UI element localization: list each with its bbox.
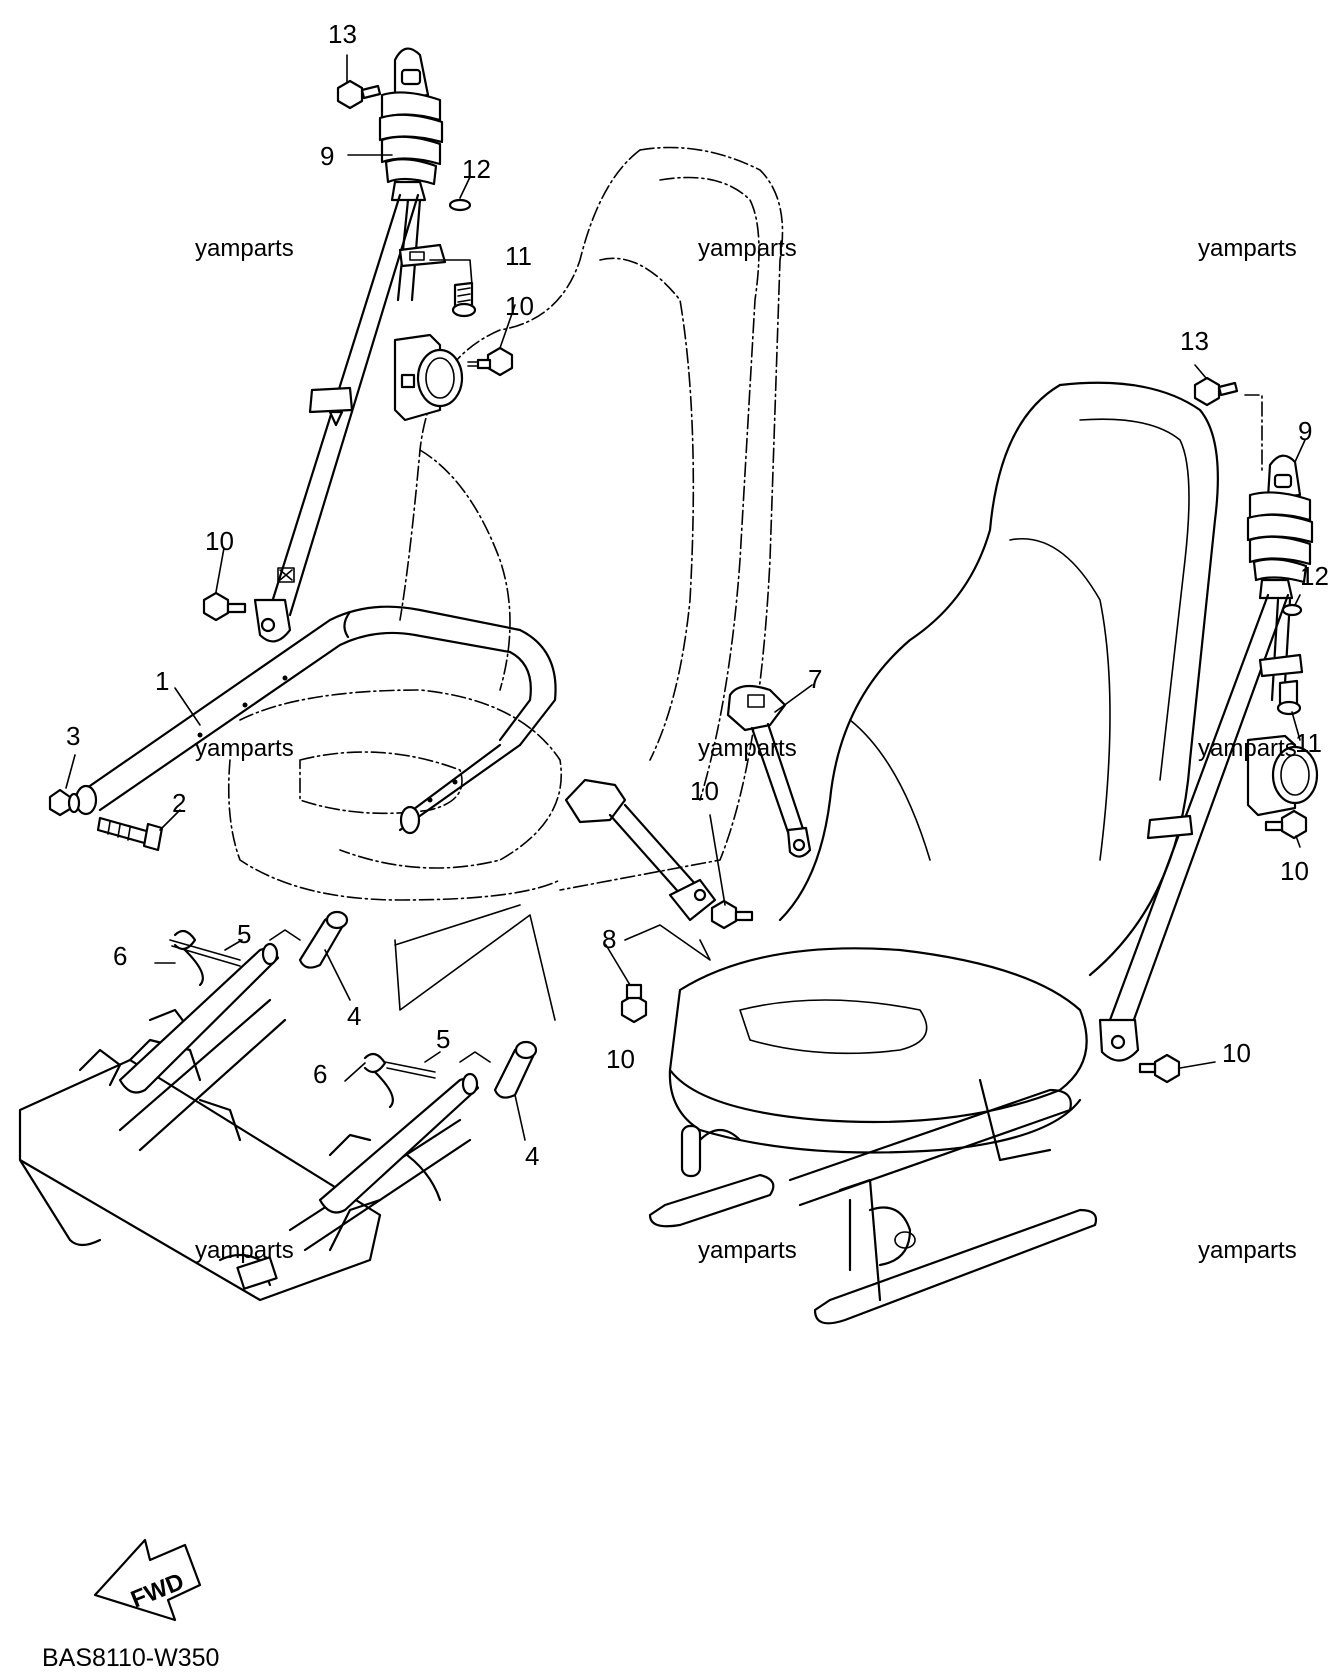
bolt-11-a bbox=[451, 281, 477, 318]
callout-label: 4 bbox=[525, 1141, 539, 1171]
callout-label: 12 bbox=[1300, 561, 1329, 591]
watermark: yamparts bbox=[195, 1237, 294, 1264]
bolt-2 bbox=[96, 816, 164, 852]
callout-label: 5 bbox=[436, 1024, 450, 1054]
callout-label: 5 bbox=[237, 919, 251, 949]
nut-3 bbox=[48, 788, 81, 817]
group-bracket-mid bbox=[394, 904, 521, 946]
buckle-strap-7 bbox=[726, 684, 812, 858]
bolt-10-d bbox=[620, 983, 648, 1024]
callout-label: 8 bbox=[602, 924, 616, 954]
callout-label: 10 bbox=[690, 776, 719, 806]
callout-label: 9 bbox=[320, 141, 334, 171]
right-seat bbox=[648, 381, 1219, 1325]
callout-label: 10 bbox=[505, 291, 534, 321]
bolt-13-a bbox=[336, 79, 382, 110]
mount-tube-lower bbox=[318, 1040, 538, 1214]
callout-label: 10 bbox=[606, 1044, 635, 1074]
bolt-10-f bbox=[1138, 1053, 1181, 1084]
watermark: yamparts bbox=[195, 735, 294, 762]
bolt-10-e bbox=[1264, 809, 1308, 840]
left-seatbelt bbox=[253, 47, 464, 643]
leader-lines bbox=[65, 54, 1306, 1141]
callout-label: 4 bbox=[347, 1001, 361, 1031]
callout-label: 6 bbox=[313, 1059, 327, 1089]
callout-label: 11 bbox=[1295, 728, 1322, 758]
bolt-10-a bbox=[467, 346, 514, 377]
callout-label: 7 bbox=[808, 664, 822, 694]
callout-label: 9 bbox=[1298, 416, 1312, 446]
bolt-10-b bbox=[202, 591, 247, 622]
forward-arrow-icon: FWD bbox=[93, 1538, 202, 1622]
callout-label: 12 bbox=[462, 154, 491, 184]
left-seat-outline bbox=[227, 146, 784, 901]
watermark: yamparts bbox=[195, 235, 294, 262]
callout-label: 13 bbox=[1180, 326, 1209, 356]
watermark: yamparts bbox=[1198, 735, 1297, 762]
clip-and-pin-upper bbox=[169, 929, 241, 987]
bolt-11-b bbox=[1276, 679, 1302, 716]
mount-tube-upper bbox=[118, 910, 349, 1094]
clip-and-pin-lower bbox=[363, 1052, 436, 1109]
group-bracket-left bbox=[269, 914, 556, 1063]
buckle-8 bbox=[564, 778, 717, 922]
watermark: yamparts bbox=[1198, 1237, 1297, 1264]
washer-12-a bbox=[448, 198, 472, 212]
bolt-13-b bbox=[1193, 376, 1239, 407]
watermark: yamparts bbox=[1198, 235, 1297, 262]
watermark: yamparts bbox=[698, 735, 797, 762]
callout-label: 3 bbox=[66, 721, 80, 751]
watermark: yamparts bbox=[698, 235, 797, 262]
callout-label: 2 bbox=[172, 788, 186, 818]
right-seatbelt bbox=[1098, 394, 1319, 1062]
callout-label: 11 bbox=[505, 241, 532, 271]
grab-bar bbox=[74, 605, 557, 835]
washer-12-b bbox=[1281, 603, 1303, 617]
watermark: yamparts bbox=[698, 1237, 797, 1264]
callout-label: 10 bbox=[205, 526, 234, 556]
callout-label: 1 bbox=[155, 666, 169, 696]
callout-label: 10 bbox=[1280, 856, 1309, 886]
bolt-10-c bbox=[710, 899, 754, 930]
diagram-code: BAS8110-W350 bbox=[42, 1644, 219, 1672]
callout-label: 13 bbox=[328, 19, 357, 49]
callout-label: 6 bbox=[113, 941, 127, 971]
callout-label: 10 bbox=[1222, 1038, 1251, 1068]
